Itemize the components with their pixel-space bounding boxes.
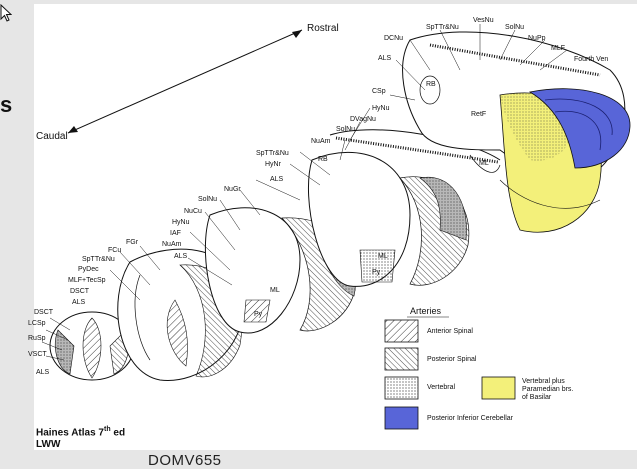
label-dvagnu: DVagNu — [350, 116, 376, 123]
label-lcsp: LCSp — [28, 320, 46, 327]
label-sptrnu-2: SpTTr&Nu — [256, 150, 289, 157]
label-retf: RetF — [471, 111, 486, 118]
label-als-5: ALS — [36, 369, 50, 376]
legend-label-anterior-spinal: Anterior Spinal — [427, 328, 473, 335]
label-fourth-ven: Fourth Ven — [574, 56, 608, 63]
credit-sup: th — [104, 426, 111, 433]
label-csp: CSp — [372, 88, 386, 95]
label-solnu-top: SolNu — [505, 24, 524, 31]
legend-swatch-vertebral-plus — [481, 376, 516, 400]
label-dsct-5: DSCT — [34, 309, 54, 316]
label-nugr: NuGr — [224, 186, 241, 193]
label-hynu-2: HyNu — [372, 105, 390, 112]
label-dsct-4: DSCT — [70, 288, 90, 295]
legend-swatch-vertebral — [384, 376, 419, 400]
legend-label-posterior-spinal: Posterior Spinal — [427, 356, 477, 363]
legend-label-vertebral-plus-3: of Basilar — [522, 394, 552, 401]
label-vsct: VSCT — [28, 351, 47, 358]
label-mlf: MLF — [551, 45, 565, 52]
legend-label-pica: Posterior Inferior Cerebellar — [427, 415, 514, 422]
label-dcnu: DCNu — [384, 35, 403, 42]
section-caudal — [49, 311, 135, 381]
label-vesnu: VesNu — [473, 17, 494, 24]
section-2 — [308, 129, 501, 287]
legend-label-vertebral-plus-1: Vertebral plus — [522, 378, 565, 385]
label-als-2: ALS — [270, 176, 284, 183]
label-nuam-2: NuAm — [311, 138, 331, 145]
label-nuam-3: NuAm — [162, 241, 182, 248]
legend: Arteries Anterior Spinal Posterior Spina… — [384, 306, 573, 430]
label-ml-2: ML — [378, 253, 388, 260]
legend-label-vertebral-plus-2: Paramedian brs. — [522, 386, 573, 393]
direction-arrow — [67, 29, 303, 134]
footer-code: DOMV655 — [148, 452, 222, 469]
label-rb-top: RB — [426, 81, 436, 88]
label-als-3: ALS — [174, 253, 188, 260]
legend-label-vertebral: Vertebral — [427, 384, 455, 391]
credit-line1: Haines Atlas 7 — [36, 427, 104, 439]
label-pydec: PyDec — [78, 266, 99, 273]
credit-line1-end: ed — [110, 427, 126, 439]
label-sptrnu-4: SpTTr&Nu — [82, 256, 115, 263]
credit-line2: LWW — [36, 439, 61, 451]
legend-swatch-anterior-spinal — [384, 319, 419, 343]
edge-mark: s — [0, 92, 13, 117]
rostral-label: Rostral — [307, 23, 339, 34]
leader-lines — [41, 24, 568, 361]
label-py-2: Py — [372, 269, 381, 276]
label-als-top: ALS — [378, 55, 392, 62]
label-py-3: Py — [254, 311, 263, 318]
label-rb-2: RB — [318, 156, 328, 163]
label-hynu-3: HyNu — [172, 219, 190, 226]
label-als-4: ALS — [72, 299, 86, 306]
label-sptrnu-top: SpTTr&Nu — [426, 24, 459, 31]
label-ml-top: ML — [479, 160, 489, 167]
legend-title: Arteries — [410, 306, 442, 316]
label-rusp: RuSp — [28, 335, 46, 342]
label-fcu: FCu — [108, 247, 121, 254]
caudal-label: Caudal — [36, 131, 68, 142]
label-hynr: HyNr — [265, 161, 282, 168]
label-iaf: IAF — [170, 230, 181, 237]
mouse-cursor-icon — [0, 4, 12, 22]
label-solnu-3: SolNu — [198, 196, 217, 203]
label-mlf-tecsp: MLF+TecSp — [68, 277, 106, 284]
label-ml-3: ML — [270, 287, 280, 294]
label-nupp: NuPp — [528, 35, 546, 42]
credit: Haines Atlas 7th ed LWW — [36, 424, 125, 451]
label-nucu: NuCu — [184, 208, 202, 215]
label-fgr: FGr — [126, 239, 139, 246]
section-rostral — [402, 31, 631, 233]
label-solnu-2: SolNu — [336, 126, 355, 133]
legend-swatch-posterior-spinal — [384, 347, 419, 371]
legend-swatch-pica — [384, 406, 419, 430]
